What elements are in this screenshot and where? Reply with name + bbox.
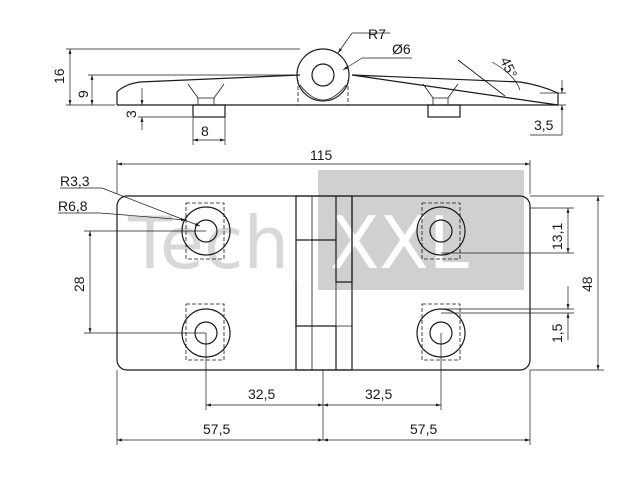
spacer-right: [427, 104, 461, 118]
side-view-dimensions: 16 9 3 8 R7 Ø6 45° 3,5: [51, 26, 566, 145]
dim-total-height: 16: [51, 68, 67, 84]
dim-overall-height: 48: [579, 276, 595, 292]
spacer-left: [192, 104, 226, 118]
dim-angle: 45°: [497, 55, 520, 81]
side-view-leaf-outline: [116, 74, 559, 106]
dim-spacer-height: 3: [123, 110, 139, 118]
dim-hole-spacing-left: 32,5: [248, 386, 275, 402]
knuckle-circle: [296, 48, 350, 102]
front-view-dimensions: 115 R3,3 R6,8 28 13,1 48 1,5: [58, 147, 604, 445]
pin-circle: [311, 63, 335, 87]
dim-hole-spacing-vertical: 28: [71, 276, 87, 292]
dim-radius-hole: R3,3: [60, 173, 90, 189]
dim-radius-knuckle: R7: [368, 26, 386, 42]
side-view: [116, 48, 559, 118]
watermark-text-xxl: XXL: [330, 201, 469, 285]
dim-hole-offset-top: 13,1: [549, 223, 565, 250]
hole-top-right: [416, 202, 466, 260]
dim-hole-spacing-right: 32,5: [365, 386, 392, 402]
dim-overall-width: 115: [310, 147, 333, 163]
countersink-left: [187, 83, 225, 99]
dim-hole-offset-side: 1,5: [549, 323, 565, 343]
dim-leaf-thickness: 3,5: [534, 117, 554, 133]
dim-radius-counterbore: R6,8: [58, 198, 88, 214]
dim-half-width-right: 57,5: [410, 421, 437, 437]
dim-half-width-left: 57,5: [203, 421, 230, 437]
front-view: [116, 195, 531, 371]
dim-leaf-height: 9: [75, 90, 91, 98]
countersink-right: [422, 83, 459, 99]
watermark-text-tech: Tech: [127, 201, 289, 285]
dim-diameter-pin: Ø6: [392, 41, 411, 57]
dim-spacer-width: 8: [201, 123, 209, 139]
